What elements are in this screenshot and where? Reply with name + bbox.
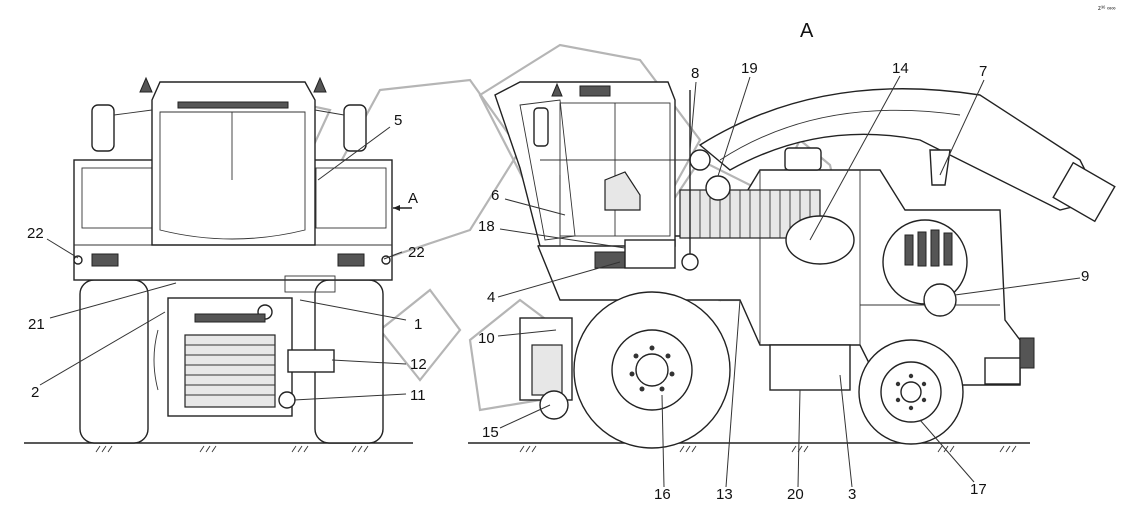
side-view: A (468, 20, 1116, 453)
callout-11: 11 (410, 387, 426, 404)
front-callouts: 22 21 2 5 22 1 12 11 (27, 112, 427, 404)
front-leaders (39, 126, 407, 401)
callout-18: 18 (478, 218, 495, 235)
callout-22-right: 22 (408, 244, 425, 261)
callout-22-left: 22 (27, 225, 44, 242)
callout-2: 2 (31, 384, 39, 401)
callout-1: 1 (414, 316, 422, 333)
callout-16: 16 (654, 486, 671, 503)
callout-4: 4 (487, 289, 495, 306)
callout-17: 17 (970, 481, 987, 498)
callout-19: 19 (741, 60, 758, 77)
view-arrow-label: A (408, 190, 418, 207)
side-leaders (497, 75, 1081, 488)
callout-12: 12 (410, 356, 427, 373)
callout-8: 8 (691, 65, 699, 82)
callout-6: 6 (491, 187, 499, 204)
callout-10: 10 (478, 330, 495, 347)
callout-15: 15 (482, 424, 499, 441)
corner-mark: z³⁶ ∞∞ (1098, 5, 1116, 12)
callout-3: 3 (848, 486, 856, 503)
ground-hatch (95, 445, 369, 453)
callout-9: 9 (1081, 268, 1089, 285)
ground-hatch-side (519, 445, 1017, 453)
callout-21: 21 (28, 316, 45, 333)
view-label-a: A (800, 20, 814, 42)
callout-7: 7 (979, 63, 987, 80)
callout-5: 5 (394, 112, 402, 129)
front-view: A (24, 76, 418, 453)
callout-20: 20 (787, 486, 804, 503)
side-callouts: 8 19 14 7 6 18 4 10 15 9 16 13 20 3 17 (478, 60, 1089, 503)
callout-13: 13 (716, 486, 733, 503)
callout-14: 14 (892, 60, 909, 77)
